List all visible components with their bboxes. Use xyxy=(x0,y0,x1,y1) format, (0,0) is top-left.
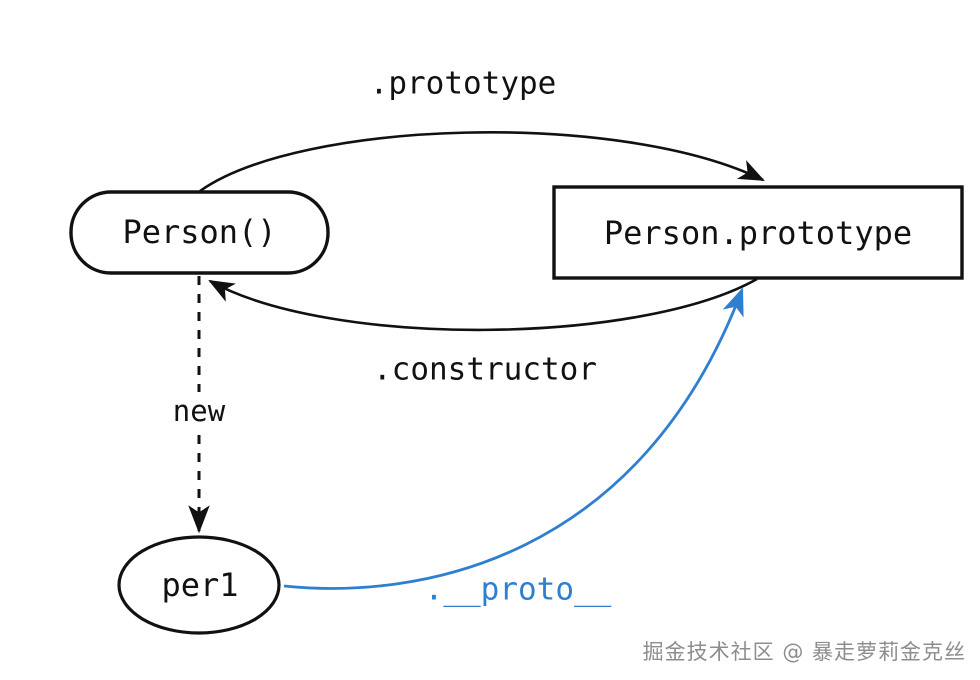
edge-constructor-label: .constructor xyxy=(373,352,597,388)
edge-prototype-label: .prototype xyxy=(370,66,557,102)
node-per1-shape xyxy=(117,535,281,635)
node-person-fn-shape xyxy=(69,190,330,275)
watermark-text: 掘金技术社区 @ 暴走萝莉金克丝 xyxy=(642,640,966,664)
node-person-fn[interactable]: Person() xyxy=(69,190,330,275)
edge-new-label: new xyxy=(173,394,226,428)
edge-constructor: .constructor xyxy=(208,277,758,388)
node-person-prototype-label: Person.prototype xyxy=(604,214,912,252)
edge-proto-label: .__proto__ xyxy=(425,572,612,608)
edge-proto: .__proto__ xyxy=(283,287,744,608)
edge-new: new xyxy=(173,276,226,534)
edge-prototype-path xyxy=(199,131,765,193)
node-per1[interactable]: per1 xyxy=(117,535,281,635)
node-person-prototype[interactable]: Person.prototype xyxy=(552,185,964,280)
edge-proto-path xyxy=(283,287,744,590)
node-person-prototype-shape xyxy=(552,185,964,280)
edge-prototype: .prototype xyxy=(199,66,765,193)
node-per1-label: per1 xyxy=(161,566,238,604)
node-person-fn-label: Person() xyxy=(122,213,276,251)
edge-constructor-path xyxy=(208,277,758,332)
